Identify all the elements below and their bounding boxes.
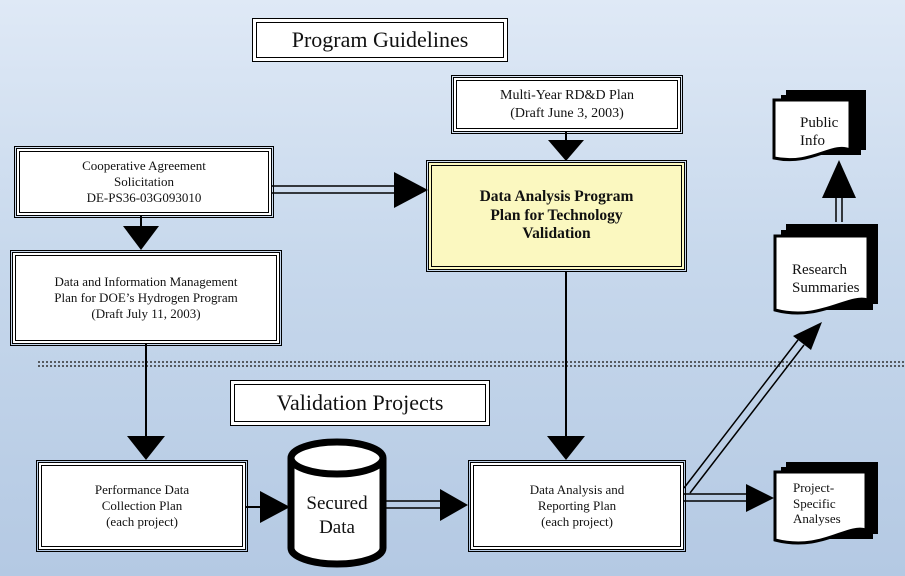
node-perf-line3: (each project): [106, 513, 178, 529]
doc-project-analyses-label: Project- Specific Analyses: [793, 480, 841, 527]
node-dataprog-line2: Plan for Technology: [490, 206, 623, 224]
node-reporting-line2: Reporting Plan: [537, 498, 617, 514]
section-separator: [38, 361, 905, 367]
node-multiyear-line1: Multi-Year RD&D Plan: [500, 88, 634, 104]
arrow-perf-to-secured: [246, 491, 290, 523]
node-perf-line2: Collection Plan: [101, 498, 183, 514]
node-dimp-line3: (Draft July 11, 2003): [91, 305, 201, 321]
doc-public-line1: Public: [800, 115, 839, 131]
node-multiyear-line2: (Draft June 3, 2003): [510, 105, 624, 121]
node-dimp-line1: Data and Information Management: [54, 274, 238, 290]
node-secured-data: Secured Data: [291, 492, 383, 540]
section-title-program-guidelines: Program Guidelines: [256, 22, 504, 58]
arrow-secured-to-reporting: [383, 489, 468, 521]
node-perf-line1: Performance Data: [94, 482, 190, 498]
node-coop-line3: DE-PS36-03G093010: [86, 189, 202, 205]
project-analyses-document: [773, 462, 878, 545]
node-reporting-plan: Data Analysis and Reporting Plan (each p…: [468, 460, 686, 552]
node-coop-agreement: Cooperative Agreement Solicitation DE-PS…: [14, 146, 274, 218]
doc-public-info-label: Public Info: [800, 114, 838, 150]
node-reporting-line1: Data Analysis and: [529, 482, 625, 498]
arrow-reporting-to-project: [684, 484, 774, 512]
node-reporting-line3: (each project): [541, 513, 613, 529]
node-dimp: Data and Information Management Plan for…: [10, 250, 282, 346]
arrow-multiyear-to-program: [548, 131, 584, 161]
node-secured-line1: Secured: [306, 493, 368, 514]
public-info-document: [772, 90, 866, 162]
node-coop-line2: Solicitation: [114, 174, 174, 190]
section-title-validation-projects-text: Validation Projects: [276, 390, 444, 415]
node-data-analysis-program-plan: Data Analysis Program Plan for Technolog…: [426, 160, 687, 272]
node-dimp-line2: Plan for DOE’s Hydrogen Program: [54, 290, 238, 306]
node-dataprog-line3: Validation: [522, 225, 591, 243]
doc-project-line2: Specific: [793, 495, 836, 511]
node-dataprog-line1: Data Analysis Program: [479, 187, 634, 205]
doc-project-line1: Project-: [793, 480, 835, 495]
doc-research-line2: Summaries: [792, 280, 860, 296]
doc-project-line3: Analyses: [793, 511, 841, 527]
section-title-program-guidelines-text: Program Guidelines: [291, 27, 469, 52]
node-coop-line1: Cooperative Agreement: [82, 158, 206, 174]
doc-research-line1: Research: [792, 262, 847, 278]
arrow-reporting-to-research: [683, 322, 822, 494]
arrow-coop-to-program: [272, 172, 428, 208]
arrow-dimp-to-perf: [127, 344, 165, 460]
node-multiyear-plan: Multi-Year RD&D Plan (Draft June 3, 2003…: [451, 75, 683, 134]
node-secured-line2: Data: [319, 516, 355, 538]
research-summaries-document: [773, 224, 878, 315]
doc-public-line2: Info: [800, 133, 825, 149]
arrow-coop-to-dimp: [123, 214, 159, 250]
section-title-validation-projects: Validation Projects: [234, 384, 486, 422]
doc-research-summaries-label: Research Summaries: [792, 261, 860, 297]
secured-data-cylinder: [287, 438, 387, 568]
node-performance-data-plan: Performance Data Collection Plan (each p…: [36, 460, 248, 552]
arrow-program-to-reporting: [547, 272, 585, 460]
arrow-research-to-public: [822, 160, 856, 222]
